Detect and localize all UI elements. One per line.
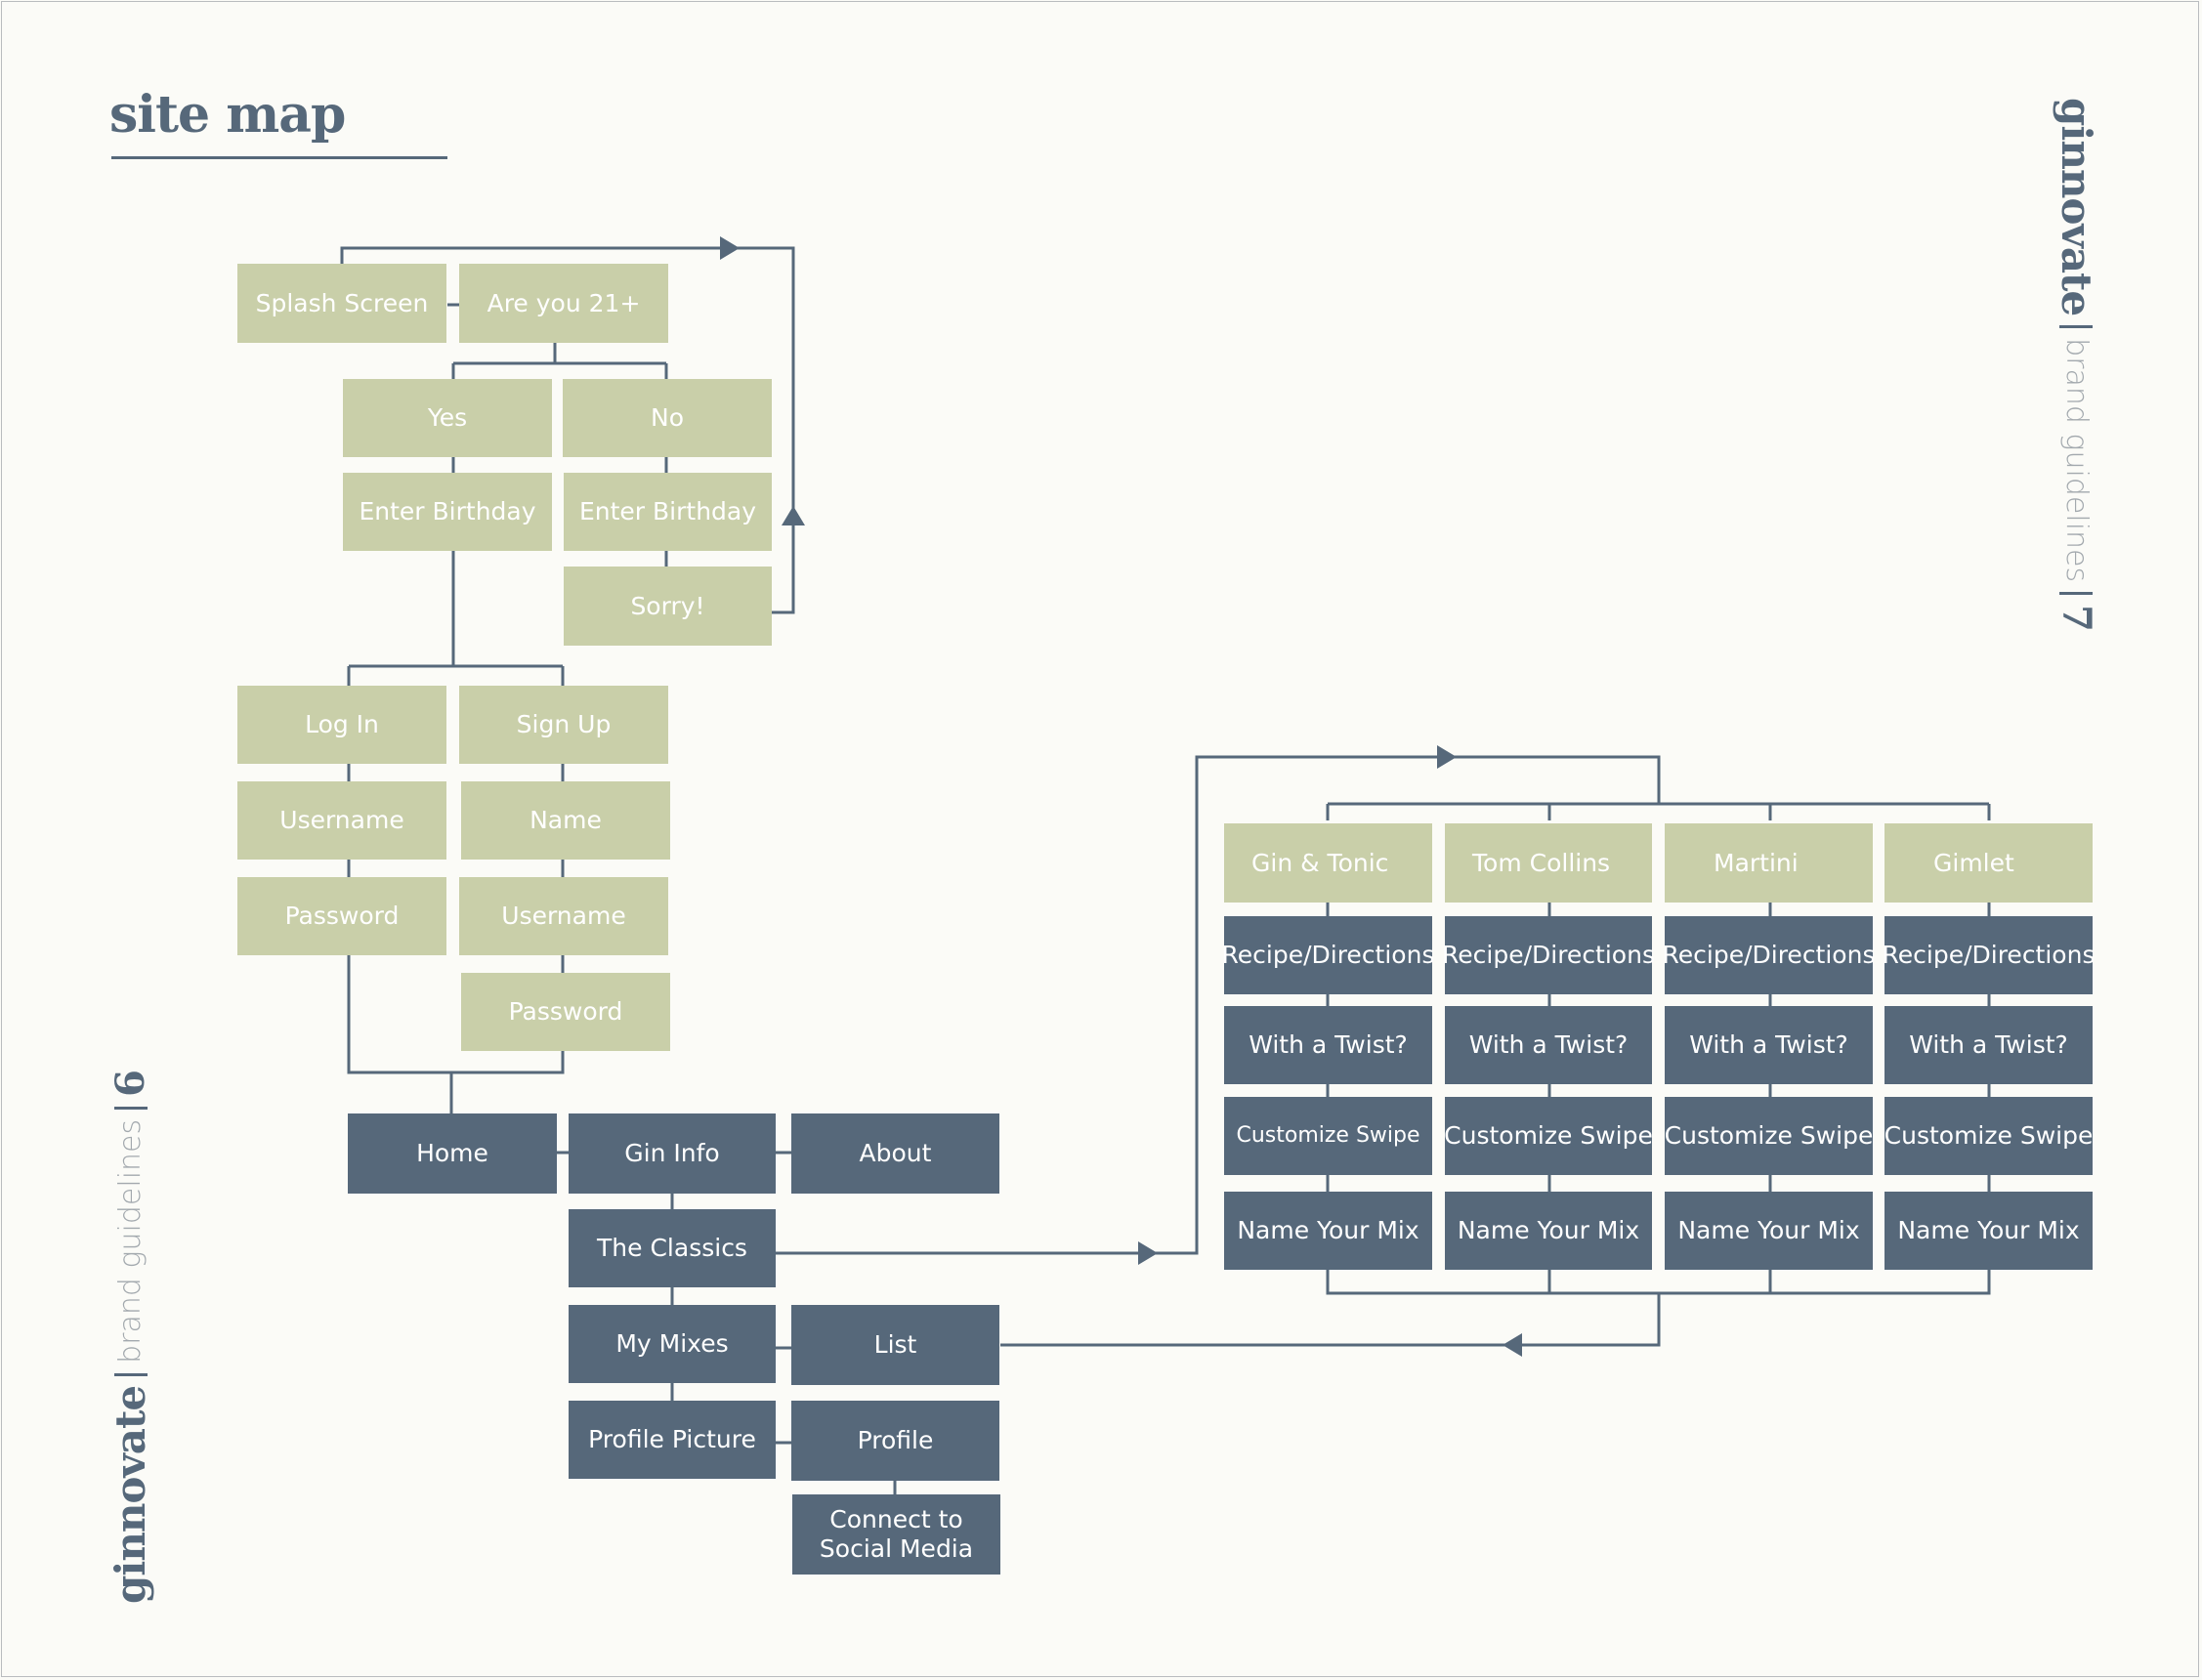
arrow-left-top <box>720 236 740 260</box>
node-list: List <box>791 1305 999 1385</box>
node-customize-swipe: Customize Swipe <box>1665 1097 1873 1175</box>
node-the-classics: The Classics <box>569 1209 776 1287</box>
brand-divider <box>2059 325 2093 329</box>
node-name-your-mix: Name Your Mix <box>1665 1192 1873 1270</box>
node-with-a-twist: With a Twist? <box>1224 1006 1432 1084</box>
node-signup-username: Username <box>459 877 668 955</box>
node-login-password: Password <box>237 877 446 955</box>
node-login-username: Username <box>237 781 446 860</box>
node-recipe-directions: Recipe/Directions <box>1222 916 1434 994</box>
brand-divider <box>114 1372 148 1376</box>
connector-classics-cocktails <box>776 755 1991 1255</box>
node-profile: Profile <box>791 1401 999 1481</box>
node-recipe-directions: Recipe/Directions <box>1883 916 2095 994</box>
node-cocktail-name: Martini <box>1665 823 1873 903</box>
node-log-in: Log In <box>237 686 446 764</box>
connector-cocktail-columns <box>1326 899 1991 1192</box>
node-cocktail-name: Tom Collins <box>1445 823 1652 903</box>
node-signup-name: Name <box>461 781 670 860</box>
node-yes: Yes <box>343 379 552 457</box>
brand-subtitle: brand guidelines <box>2059 338 2094 583</box>
node-enter-birthday-no: Enter Birthday <box>564 473 772 551</box>
title-underline <box>111 156 447 159</box>
node-home: Home <box>348 1113 557 1194</box>
page-number: 6 <box>107 1070 153 1097</box>
node-recipe-directions: Recipe/Directions <box>1442 916 1655 994</box>
node-customize-swipe: Customize Swipe <box>1224 1097 1432 1175</box>
node-cocktail-name: Gin & Tonic <box>1224 823 1432 903</box>
connector-cocktails-list <box>1000 1270 1991 1347</box>
node-sign-up: Sign Up <box>459 686 668 764</box>
node-customize-swipe: Customize Swipe <box>1884 1097 2093 1175</box>
node-name-your-mix: Name Your Mix <box>1224 1192 1432 1270</box>
arrow-right-classics <box>1138 1241 1158 1265</box>
connector-auth-home <box>347 955 565 1113</box>
page-number: 7 <box>2054 605 2099 632</box>
node-with-a-twist: With a Twist? <box>1445 1006 1652 1084</box>
node-my-mixes: My Mixes <box>569 1305 776 1383</box>
connector-age-split <box>451 343 668 379</box>
brand-divider <box>114 1106 148 1110</box>
brand-mark-left: ginnovate brand guidelines 6 <box>106 1070 154 1604</box>
arrow-right-cocktails <box>1437 745 1457 769</box>
node-name-your-mix: Name Your Mix <box>1445 1192 1652 1270</box>
page-title: site map <box>109 85 346 145</box>
brand-logo: ginnovate <box>106 1385 154 1604</box>
brand-logo: ginnovate <box>2053 98 2100 316</box>
node-signup-password: Password <box>461 973 670 1051</box>
brand-subtitle: brand guidelines <box>113 1118 148 1364</box>
node-sorry: Sorry! <box>564 567 772 646</box>
node-splash-screen: Splash Screen <box>237 264 446 343</box>
node-enter-birthday-yes: Enter Birthday <box>343 473 552 551</box>
arrow-up-sorry <box>782 506 805 525</box>
node-with-a-twist: With a Twist? <box>1665 1006 1873 1084</box>
node-gin-info: Gin Info <box>569 1113 776 1194</box>
connector-sorry-loop <box>340 246 795 614</box>
node-about: About <box>791 1113 999 1194</box>
brand-divider <box>2059 592 2093 596</box>
arrow-left-list <box>1503 1333 1522 1357</box>
node-profile-picture: Profile Picture <box>569 1401 776 1479</box>
node-connect-social-media: Connect to Social Media <box>792 1494 1000 1575</box>
node-customize-swipe: Customize Swipe <box>1444 1097 1653 1175</box>
node-name-your-mix: Name Your Mix <box>1884 1192 2093 1270</box>
brand-mark-right: ginnovate brand guidelines 7 <box>2053 98 2100 632</box>
node-recipe-directions: Recipe/Directions <box>1663 916 1875 994</box>
node-with-a-twist: With a Twist? <box>1884 1006 2093 1084</box>
node-cocktail-name: Gimlet <box>1884 823 2093 903</box>
connector-birthday-auth <box>347 551 565 686</box>
node-age-check: Are you 21+ <box>459 264 668 343</box>
node-no: No <box>563 379 772 457</box>
